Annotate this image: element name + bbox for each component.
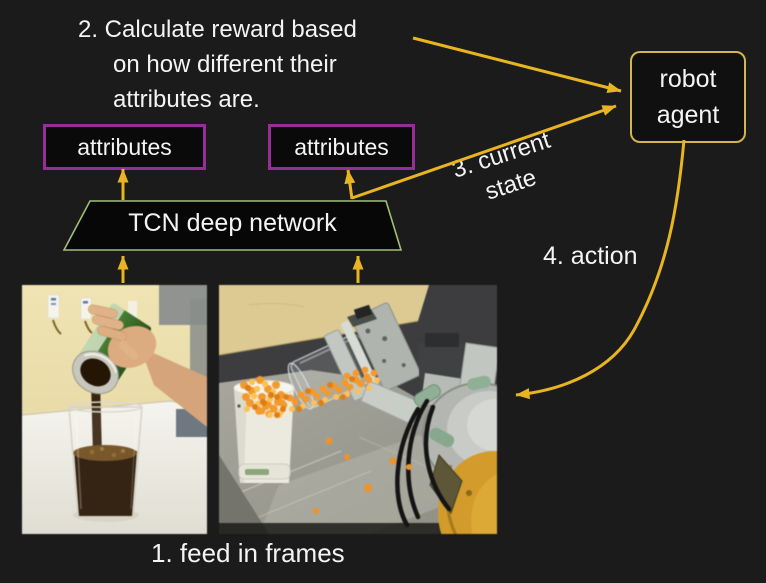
agent-line1: robot xyxy=(659,65,717,93)
attributes-box-right: attributes xyxy=(268,124,415,170)
tan-counter xyxy=(219,285,429,355)
robot-cables xyxy=(395,398,452,528)
door-frame-edge xyxy=(190,299,207,391)
human-hand xyxy=(87,304,207,427)
step2-line3: attributes are. xyxy=(113,86,260,113)
human-pouring-soda-frame xyxy=(22,285,207,534)
arrow-reward-to-agent xyxy=(412,36,622,93)
attributes-right-label: attributes xyxy=(294,133,389,160)
step3-caption: 3. current state xyxy=(420,116,591,224)
step1-caption: 1. feed in frames xyxy=(151,538,345,568)
agent-line2: agent xyxy=(656,101,720,129)
bead-stream xyxy=(240,366,412,514)
tcn-network-trapezoid xyxy=(62,200,403,251)
cola-stream xyxy=(91,381,102,455)
step2-caption: 2. Calculate reward based on how differe… xyxy=(78,12,357,117)
step4-caption: 4. action xyxy=(543,242,638,270)
robot-arm xyxy=(413,375,497,534)
counter-mark xyxy=(248,302,305,308)
robot-pouring-beads-frame xyxy=(219,285,497,534)
tcn-network-label: TCN deep network xyxy=(128,209,337,237)
attributes-left-label: attributes xyxy=(77,133,172,160)
robot-agent-box: robot agent xyxy=(630,51,746,143)
stray-beads xyxy=(313,437,412,514)
attributes-box-left: attributes xyxy=(43,124,206,170)
trapezoid-shape xyxy=(62,200,403,251)
plastic-cup xyxy=(68,401,143,518)
step2-line1: 2. Calculate reward based xyxy=(78,16,357,43)
step2-line2: on how different their xyxy=(113,51,337,78)
